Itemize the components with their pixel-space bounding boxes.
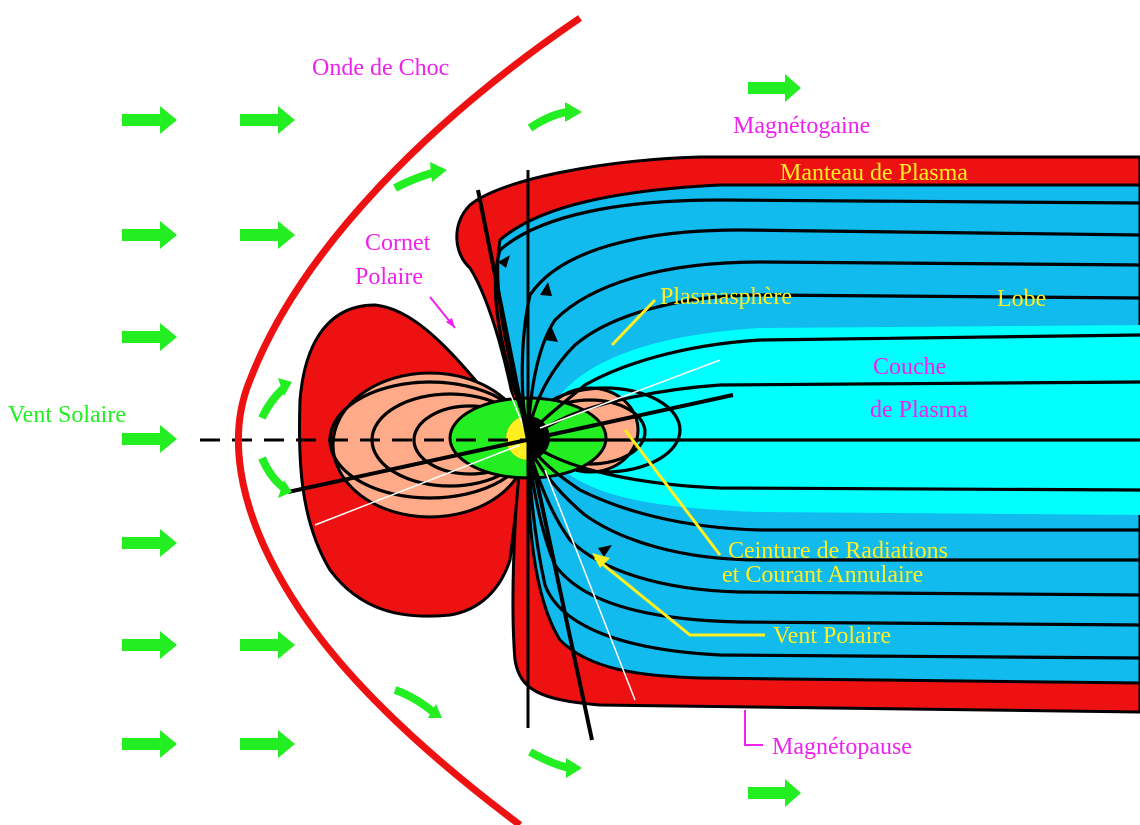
arrow-right-icon xyxy=(240,631,295,659)
curved-arrow-icon xyxy=(393,168,437,192)
lobe-label: Lobe xyxy=(997,286,1046,312)
arrow-right-icon xyxy=(240,730,295,758)
magnetopause-label: Magnétopause xyxy=(772,734,912,760)
radiation-belt-label-1: Ceinture de Radiations xyxy=(728,538,948,564)
bow-shock-curve xyxy=(234,15,582,825)
curved-arrow-icon xyxy=(393,686,436,716)
polar-wind-label: Vent Polaire xyxy=(773,623,891,649)
tail-field-lines xyxy=(493,198,1140,660)
arrow-right-icon xyxy=(240,106,295,134)
solar-wind-arrows xyxy=(122,74,801,807)
plasma-mantle-label: Manteau de Plasma xyxy=(780,160,968,186)
separatrix-lines xyxy=(314,257,721,701)
arrow-right-icon xyxy=(122,106,177,134)
arrow-right-icon xyxy=(122,730,177,758)
polar-cusp-label-1: Cornet xyxy=(365,230,431,256)
arrow-right-icon xyxy=(748,779,801,807)
arrow-right-icon xyxy=(122,221,177,249)
radiation-belt-label-2: et Courant Annulaire xyxy=(722,562,923,588)
arrowhead-icon xyxy=(498,255,612,557)
arrow-right-icon xyxy=(122,631,177,659)
polar-cusp-label-2: Polaire xyxy=(355,264,423,290)
plasma-sheet-label-2: de Plasma xyxy=(870,397,968,423)
magnetosheath-label: Magnétogaine xyxy=(733,113,870,139)
plasma-sheet-label-1: Couche xyxy=(873,354,946,380)
arrow-right-icon xyxy=(240,221,295,249)
sheath-flow-arrowheads xyxy=(278,102,582,778)
solar-wind-label: Vent Solaire xyxy=(8,402,126,428)
label-pointers xyxy=(429,296,765,746)
curved-arrow-icon xyxy=(258,384,287,420)
arrow-right-icon xyxy=(122,425,177,453)
axes xyxy=(200,170,1140,741)
plasma-sheet-region xyxy=(540,325,1140,515)
curved-arrow-icon xyxy=(527,108,571,132)
arrow-right-icon xyxy=(122,323,177,351)
arrow-right-icon xyxy=(748,74,801,102)
arrow-right-icon xyxy=(122,529,177,557)
curved-arrow-icon xyxy=(528,748,571,772)
bow-shock-label: Onde de Choc xyxy=(312,55,449,81)
curved-arrow-icon xyxy=(258,456,287,492)
plasmasphere-label: Plasmasphère xyxy=(660,284,792,310)
